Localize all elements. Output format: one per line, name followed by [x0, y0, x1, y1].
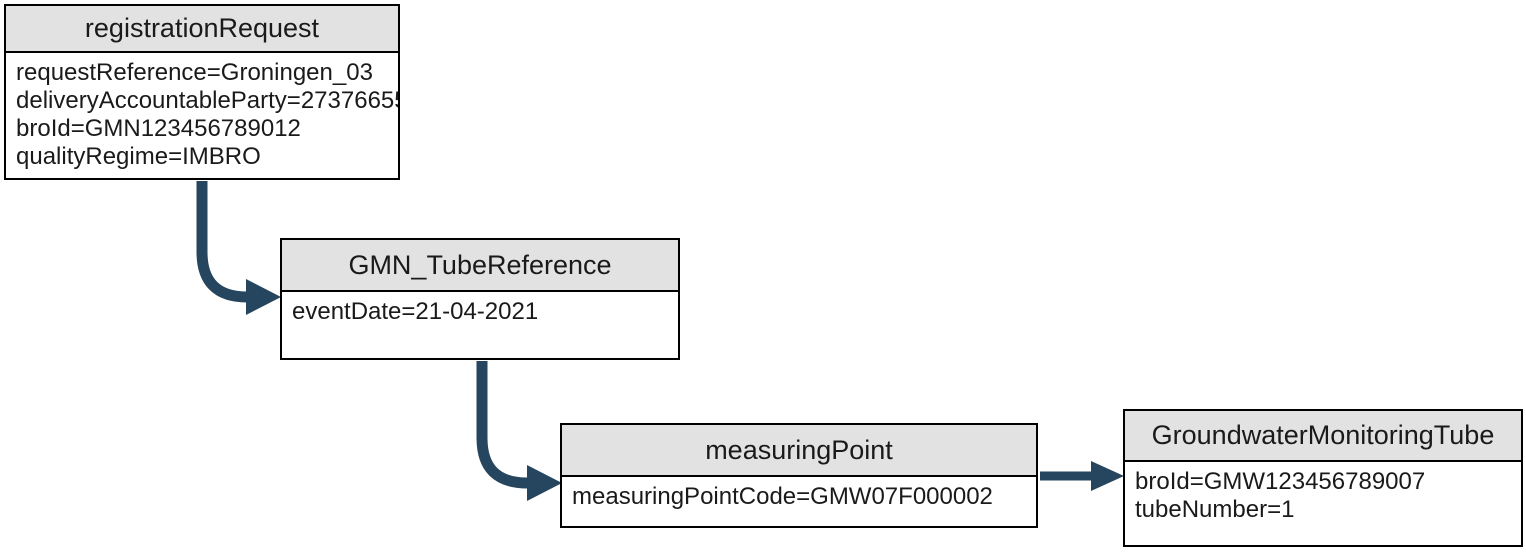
node-measuring-point-title: measuringPoint	[562, 425, 1036, 477]
node-registration-request-attributes: requestReference=Groningen_03 deliveryAc…	[6, 53, 398, 178]
edge-measuringpoint-to-tube-arrowhead	[1091, 461, 1124, 491]
node-measuring-point: measuringPoint measuringPointCode=GMW07F…	[560, 423, 1038, 528]
node-gmn-tube-reference-title: GMN_TubeReference	[282, 240, 678, 292]
node-groundwater-monitoring-tube: GroundwaterMonitoringTube broId=GMW12345…	[1123, 409, 1523, 547]
node-gmn-tube-reference-attributes: eventDate=21-04-2021	[282, 292, 678, 358]
edge-tubereference-to-measuringpoint	[476, 361, 530, 489]
node-groundwater-monitoring-tube-attributes: broId=GMW123456789007 tubeNumber=1	[1125, 462, 1521, 545]
edge-tubereference-to-measuringpoint-arrowhead	[527, 465, 562, 501]
node-registration-request-title: registrationRequest	[6, 6, 398, 53]
attribute-bro-id: broId=GMW123456789007	[1135, 468, 1426, 495]
attribute-delivery-accountable-party: deliveryAccountableParty=27376655	[16, 87, 398, 114]
attribute-quality-regime: qualityRegime=IMBRO	[16, 143, 261, 170]
attribute-request-reference: requestReference=Groningen_03	[16, 59, 373, 86]
attribute-measuring-point-code: measuringPointCode=GMW07F000002	[572, 483, 993, 510]
attribute-bro-id: broId=GMN123456789012	[16, 115, 301, 142]
attribute-tube-number: tubeNumber=1	[1135, 496, 1295, 523]
node-gmn-tube-reference: GMN_TubeReference eventDate=21-04-2021	[280, 238, 680, 360]
edge-registration-to-tubereference-arrowhead	[246, 279, 281, 315]
edge-registration-to-tubereference	[196, 181, 250, 303]
attribute-event-date: eventDate=21-04-2021	[292, 298, 539, 325]
node-registration-request: registrationRequest requestReference=Gro…	[4, 4, 400, 180]
node-groundwater-monitoring-tube-title: GroundwaterMonitoringTube	[1125, 411, 1521, 462]
node-measuring-point-attributes: measuringPointCode=GMW07F000002	[562, 477, 1036, 526]
